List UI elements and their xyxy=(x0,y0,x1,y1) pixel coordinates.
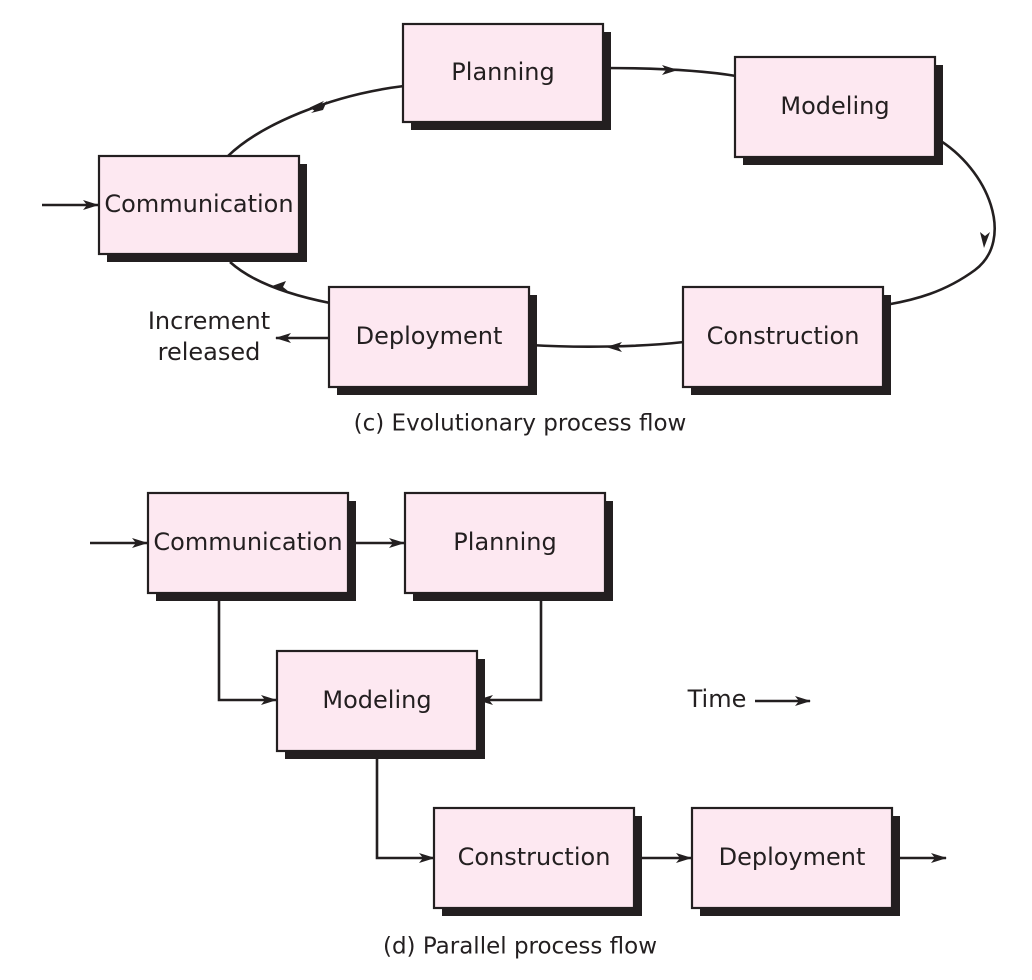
par-construction-box: Construction xyxy=(432,806,642,916)
par-planning-label: Planning xyxy=(453,528,556,556)
evolutionary-caption: (c) Evolutionary process flow xyxy=(354,411,687,437)
connector-planning-to-modeling xyxy=(477,593,543,705)
arc-construction-to-deployment xyxy=(529,340,685,348)
evo-deployment-label: Deployment xyxy=(356,322,503,350)
increment-released-label-line1: Increment xyxy=(148,307,270,335)
time-label: Time xyxy=(687,685,747,713)
arrowhead-modeling-construction xyxy=(980,232,990,248)
evo-communication-label: Communication xyxy=(104,190,293,218)
evo-communication-box: Communication xyxy=(97,154,307,262)
evo-planning-label: Planning xyxy=(451,58,554,86)
evo-modeling-label: Modeling xyxy=(780,92,889,120)
evolutionary-flow: Communication Planning Modeling Construc… xyxy=(42,22,996,437)
par-communication-box: Communication xyxy=(146,491,356,601)
arrowhead-communication-planning-2 xyxy=(311,101,327,113)
par-modeling-label: Modeling xyxy=(322,686,431,714)
evo-planning-box: Planning xyxy=(401,22,611,130)
par-modeling-box: Modeling xyxy=(275,649,485,759)
evo-modeling-box: Modeling xyxy=(733,55,943,165)
parallel-flow: Communication Planning Modeling Construc… xyxy=(90,491,947,960)
arc-communication-to-planning xyxy=(227,84,405,157)
increment-released-label-line2: released xyxy=(158,338,261,366)
arc-modeling-to-construction xyxy=(884,136,996,307)
arrowhead-construction-deployment xyxy=(606,342,622,352)
arrowhead-communication-planning xyxy=(309,100,324,112)
connector-modeling-to-construction xyxy=(375,751,435,863)
arc-deployment-to-communication xyxy=(229,261,331,305)
par-communication-label: Communication xyxy=(153,528,342,556)
parallel-caption: (d) Parallel process flow xyxy=(383,934,657,960)
arrowhead-planning-modeling xyxy=(662,65,678,75)
evo-construction-label: Construction xyxy=(707,322,860,350)
connector-communication-to-modeling xyxy=(217,593,277,705)
arrowhead-deployment-communication xyxy=(272,281,288,291)
evo-construction-box: Construction xyxy=(681,285,891,395)
par-deployment-label: Deployment xyxy=(719,843,866,871)
evo-deployment-box: Deployment xyxy=(327,285,537,395)
par-deployment-box: Deployment xyxy=(690,806,900,916)
par-planning-box: Planning xyxy=(403,491,613,601)
par-construction-label: Construction xyxy=(458,843,611,871)
